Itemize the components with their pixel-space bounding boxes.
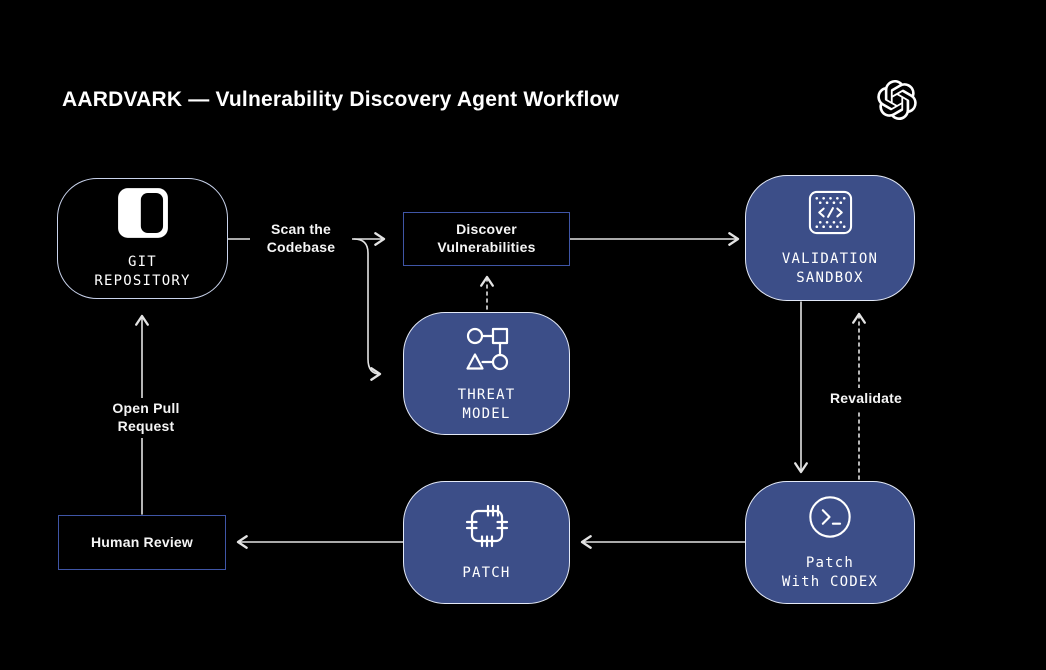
node-threat-model: THREAT MODEL bbox=[403, 312, 570, 435]
node-label: Discover Vulnerabilities bbox=[437, 221, 536, 255]
node-validation-sandbox: VALIDATION SANDBOX bbox=[745, 175, 915, 301]
graph-model-icon bbox=[462, 324, 512, 377]
node-git-repository: GIT REPOSITORY bbox=[57, 178, 228, 299]
node-label: VALIDATION SANDBOX bbox=[781, 251, 879, 286]
node-human-review: Human Review bbox=[58, 515, 226, 570]
node-label: PATCH bbox=[462, 565, 511, 582]
patch-chip-icon bbox=[463, 502, 511, 555]
node-discover-vulnerabilities: Discover Vulnerabilities bbox=[403, 212, 570, 266]
node-patch-with-codex: Patch With CODEX bbox=[745, 481, 915, 604]
node-label: Human Review bbox=[91, 533, 193, 550]
node-label: Patch With CODEX bbox=[781, 555, 879, 590]
repository-icon bbox=[115, 187, 171, 244]
node-label: THREAT MODEL bbox=[457, 387, 516, 422]
page-title: AARDVARK — Vulnerability Discovery Agent… bbox=[62, 88, 620, 111]
node-patch: PATCH bbox=[403, 481, 570, 604]
node-label: GIT REPOSITORY bbox=[94, 254, 191, 289]
edge-label-revalidate: Revalidate bbox=[815, 388, 917, 410]
openai-logo-icon bbox=[877, 80, 917, 121]
terminal-icon bbox=[807, 494, 853, 545]
code-sandbox-icon bbox=[807, 189, 854, 241]
edge-label-scan-the-codebase: Scan the Codebase bbox=[250, 219, 352, 259]
edge-git-to-threat-model bbox=[353, 238, 382, 381]
edge-label-open-pull-request: Open Pull Request bbox=[90, 398, 202, 438]
